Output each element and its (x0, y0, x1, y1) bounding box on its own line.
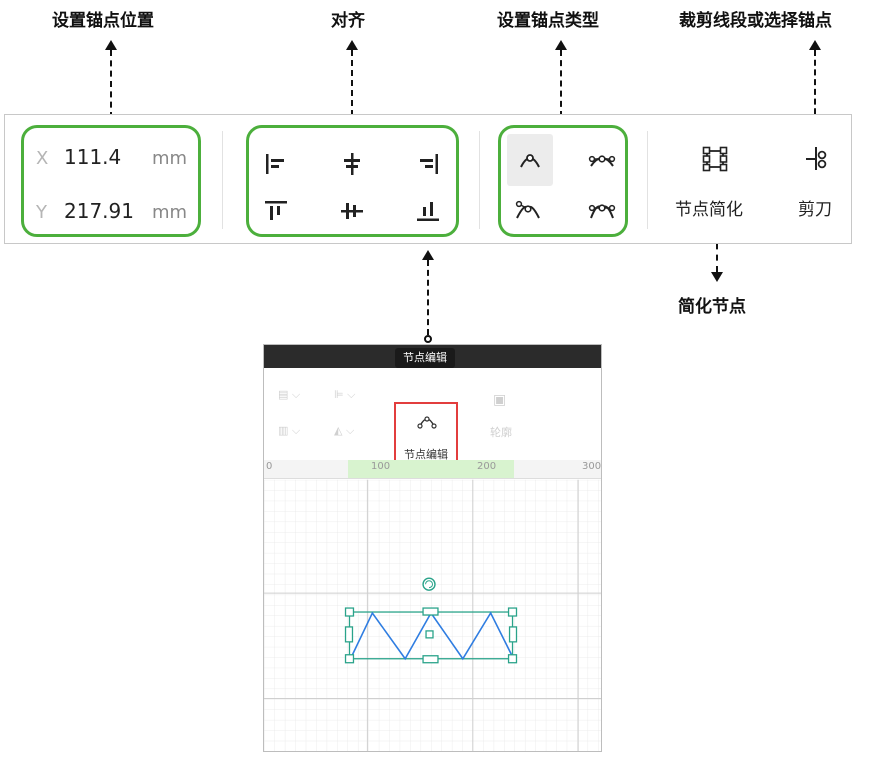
outline-icon: ▣ (493, 392, 507, 408)
ghost-flip-icon: ◭ ⌵ (334, 424, 355, 437)
y-coordinate-row: Y 217.91 mm (36, 199, 187, 223)
align-group (246, 125, 459, 237)
align-center-v-icon[interactable] (337, 196, 367, 226)
ghost-arrange-icon: ▥ ⌵ (278, 424, 301, 437)
anchor-symmetric-icon[interactable] (587, 196, 617, 226)
leader-arrow (422, 250, 434, 260)
ruler-mark: 200 (477, 461, 497, 472)
leader-arrow (555, 40, 567, 50)
leader-line (814, 50, 816, 124)
outline-label[interactable]: 轮廓 (490, 426, 512, 439)
align-bottom-icon[interactable] (413, 196, 443, 226)
x-coordinate-row: X 111.4 mm (36, 145, 187, 169)
align-left-icon[interactable] (261, 149, 291, 179)
x-axis-label: X (36, 148, 49, 169)
node-edit-label: 节点编辑 (404, 448, 448, 461)
leader-line (351, 50, 353, 116)
divider (647, 131, 648, 229)
rotate-handle-icon[interactable] (422, 577, 436, 591)
callout-anchor-type: 设置锚点类型 (497, 11, 599, 31)
position-group: X 111.4 mm Y 217.91 mm (21, 125, 201, 237)
leader-arrow (105, 40, 117, 50)
y-unit-label: mm (152, 202, 188, 223)
simplify-nodes-icon[interactable] (700, 144, 730, 174)
align-center-h-icon[interactable] (337, 149, 367, 179)
leader-line (427, 260, 429, 335)
ruler-mark: 300 (582, 461, 602, 472)
ghost-distribute-icon: ⊫ ⌵ (334, 388, 356, 401)
app-ribbon: ▤ ⌵ ⊫ ⌵ ▥ ⌵ ◭ ⌵ 节点编辑 ▣ 轮廓 (264, 368, 601, 474)
leader-arrow (346, 40, 358, 50)
anchor-smooth-icon[interactable] (587, 146, 617, 176)
leader-line (716, 232, 718, 272)
callout-anchor-position: 设置锚点位置 (52, 11, 154, 31)
design-canvas[interactable] (264, 479, 601, 752)
anchor-corner-icon[interactable] (513, 196, 543, 226)
leader-dot (424, 335, 432, 343)
leader-line (560, 50, 562, 117)
leader-arrow (711, 272, 723, 282)
ruler-mark: 0 (266, 461, 273, 472)
simplify-nodes-label[interactable]: 节点简化 (675, 200, 743, 220)
align-top-icon[interactable] (261, 196, 291, 226)
y-value-input[interactable]: 217.91 (64, 199, 134, 223)
scissors-label[interactable]: 剪刀 (798, 200, 832, 220)
node-edit-icon (417, 416, 437, 429)
app-screenshot-inset: 节点编辑 ▤ ⌵ ⊫ ⌵ ▥ ⌵ ◭ ⌵ 节点编辑 ▣ 轮廓 0 100 200… (263, 344, 602, 752)
selection-handles[interactable] (344, 607, 518, 664)
anchor-type-group (498, 125, 628, 237)
divider (479, 131, 480, 229)
callout-align: 对齐 (331, 11, 365, 31)
scissors-icon[interactable] (802, 144, 832, 174)
anchor-sharp-icon[interactable] (507, 134, 553, 186)
leader-line (110, 50, 112, 118)
ghost-align-icon: ▤ ⌵ (278, 388, 301, 401)
horizontal-ruler: 0 100 200 300 (264, 460, 601, 479)
callout-simplify: 简化节点 (678, 297, 746, 317)
node-edit-toolbar: X 111.4 mm Y 217.91 mm (4, 114, 852, 244)
x-value-input[interactable]: 111.4 (64, 145, 122, 169)
divider (222, 131, 223, 229)
ruler-selection-highlight (348, 460, 514, 478)
align-right-icon[interactable] (413, 149, 443, 179)
leader-arrow (809, 40, 821, 50)
y-axis-label: Y (36, 202, 47, 223)
callout-cut-or-select: 裁剪线段或选择锚点 (679, 11, 832, 31)
x-unit-label: mm (152, 148, 188, 169)
ruler-mark: 100 (371, 461, 391, 472)
node-edit-tooltip: 节点编辑 (395, 348, 455, 368)
